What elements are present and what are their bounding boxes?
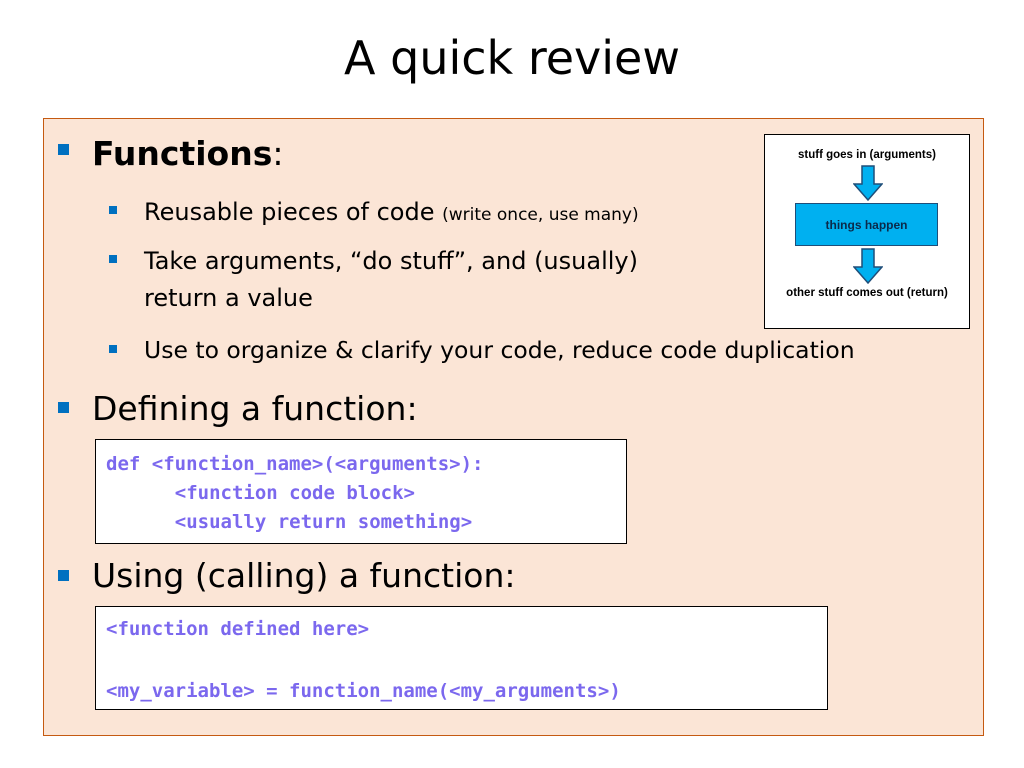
- arguments-item-line2: return a value: [144, 284, 313, 312]
- bullet-icon: [58, 570, 69, 581]
- functions-label: Functions: [92, 134, 273, 173]
- code-line: <my_variable> = function_name(<my_argume…: [106, 680, 621, 702]
- bullet-icon: [58, 144, 69, 155]
- diagram-input-label: stuff goes in (arguments): [797, 149, 936, 161]
- arguments-item-line1: Take arguments, “do stuff”, and (usually…: [144, 247, 638, 275]
- bullet-icon: [109, 206, 117, 214]
- use-code-box: <function defined here> <my_variable> = …: [95, 606, 828, 710]
- diagram-process-box: things happen: [795, 203, 938, 246]
- using-heading: Using (calling) a function:: [92, 556, 516, 595]
- reusable-item: Reusable pieces of code (write once, use…: [144, 197, 639, 230]
- slide-title: A quick review: [344, 31, 680, 85]
- diagram-output-label: other stuff comes out (return): [786, 287, 948, 299]
- organize-item: Use to organize & clarify your code, red…: [144, 336, 855, 364]
- code-line: <function defined here>: [106, 618, 370, 640]
- code-line: def <function_name>(<arguments>):: [106, 453, 484, 475]
- code-line: <function code block>: [129, 482, 415, 504]
- bullet-icon: [109, 345, 117, 353]
- down-arrow-icon: [853, 248, 883, 284]
- define-code-box: def <function_name>(<arguments>): <funct…: [95, 439, 627, 544]
- functions-colon: :: [272, 134, 284, 173]
- bullet-icon: [58, 402, 69, 413]
- bullet-icon: [109, 255, 117, 263]
- down-arrow-icon: [853, 165, 883, 201]
- function-diagram: stuff goes in (arguments) things happen …: [764, 134, 970, 329]
- functions-heading: Functions:: [92, 134, 283, 174]
- diagram-process-label: things happen: [825, 217, 908, 232]
- reusable-note: (write once, use many): [442, 205, 639, 225]
- reusable-text: Reusable pieces of code: [144, 198, 435, 226]
- defining-heading: Defining a function:: [92, 389, 418, 428]
- code-line: <usually return something>: [129, 511, 473, 533]
